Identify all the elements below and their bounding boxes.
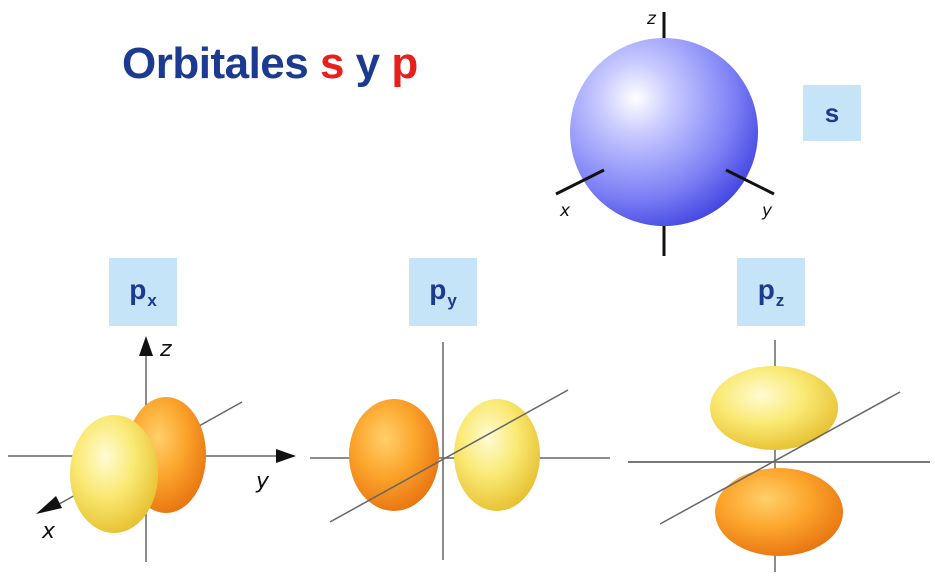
- page-title: Orbitales s y p: [122, 42, 418, 86]
- pz-diagonal-axis: [659, 391, 901, 525]
- py-lobe-left: [349, 399, 439, 511]
- px-lobe-front: [70, 415, 158, 533]
- pz-lobe-top: [710, 366, 838, 450]
- py-orbital: [310, 342, 610, 560]
- s-z-label: z: [646, 9, 657, 29]
- s-x-label: x: [559, 201, 571, 221]
- label-py-sub: y: [447, 291, 457, 310]
- px-orbital: z y x: [8, 336, 296, 562]
- title-p: p: [391, 39, 418, 88]
- px-x-arrowhead: [36, 496, 62, 514]
- title-text: Orbitales: [122, 39, 320, 88]
- py-lobe-right: [454, 399, 540, 511]
- px-x-label: x: [41, 519, 56, 544]
- s-x-axis: [555, 168, 605, 196]
- s-orbital: z x y: [555, 9, 775, 256]
- label-s: s: [803, 85, 861, 141]
- s-sphere: [570, 38, 758, 226]
- s-y-axis: [725, 168, 775, 196]
- title-s: s: [319, 39, 344, 88]
- px-y-label: y: [255, 469, 270, 494]
- label-pz-main: p: [757, 274, 775, 305]
- label-s-text: s: [824, 98, 840, 128]
- py-diagonal-axis: [329, 389, 569, 523]
- label-px: px: [109, 258, 177, 326]
- label-px-main: p: [129, 274, 147, 305]
- pz-lobe-bottom: [715, 468, 843, 556]
- title-mid: y: [343, 39, 392, 88]
- label-py: py: [409, 258, 477, 326]
- label-py-main: p: [429, 274, 447, 305]
- s-y-label: y: [761, 201, 773, 221]
- px-z-arrowhead: [139, 336, 153, 356]
- pz-orbital: [628, 340, 930, 572]
- label-px-sub: x: [147, 291, 157, 310]
- px-y-arrowhead: [276, 449, 296, 463]
- label-pz: pz: [737, 258, 805, 326]
- px-z-label: z: [159, 337, 172, 362]
- label-pz-sub: z: [775, 291, 785, 310]
